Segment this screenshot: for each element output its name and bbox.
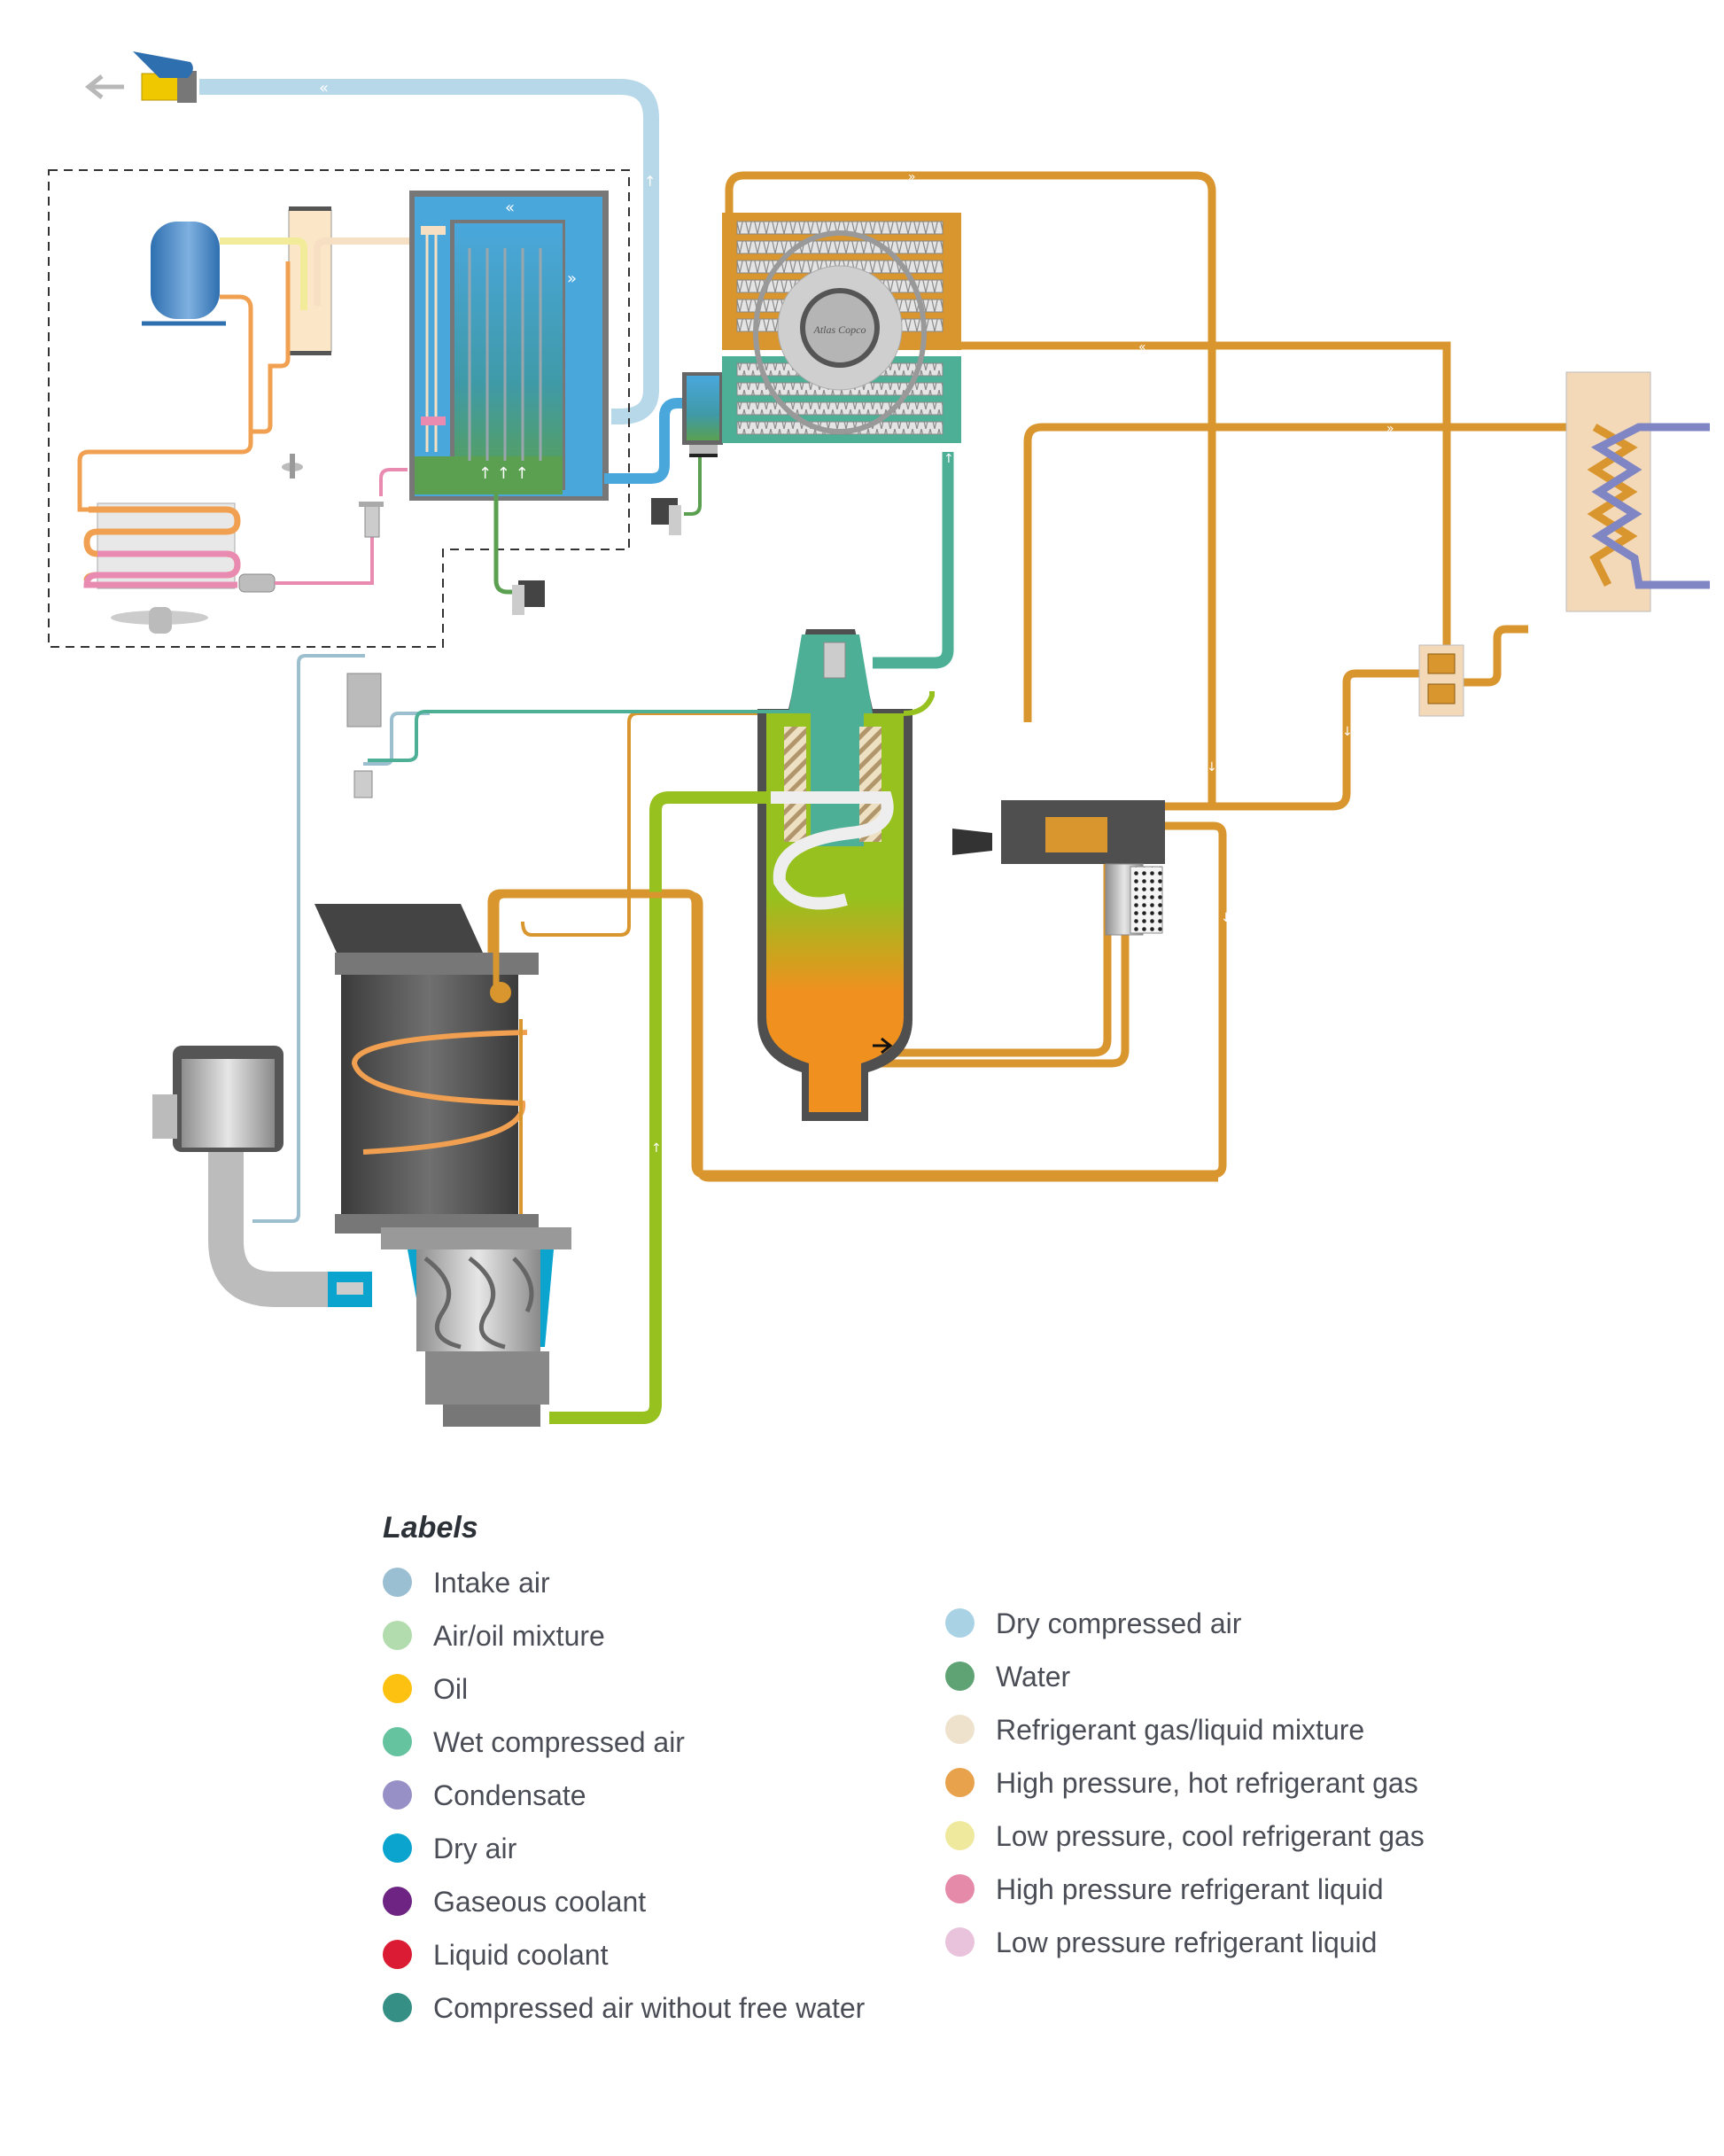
expansion-valve (359, 502, 384, 538)
svg-text:↑: ↑ (644, 173, 656, 190)
inlet-valve (323, 1272, 372, 1307)
oil-separator-vessel (757, 629, 912, 1121)
legend-swatch (383, 1993, 412, 2022)
legend-item: High pressure, hot refrigerant gas (944, 1766, 1440, 1800)
legend-swatch (383, 1833, 412, 1863)
svg-text:↓: ↓ (1342, 725, 1353, 739)
legend-item: Compressed air without free water (381, 1991, 877, 2025)
legend-swatch (383, 1674, 412, 1703)
flow-arrow-icon: « » ↑ ↑ ↑ (478, 198, 577, 483)
svg-text:↑: ↑ (944, 452, 954, 466)
legend-swatch (383, 1621, 412, 1650)
refrigerant-compressor (142, 222, 226, 326)
svg-text:↓: ↓ (1221, 911, 1231, 925)
wet-air-control-line (368, 710, 799, 762)
thermostatic-valve (952, 800, 1165, 864)
wet-compressed-air-line (873, 452, 954, 669)
legend-item: Wet compressed air (381, 1725, 877, 1759)
legend-item: Liquid coolant (381, 1938, 877, 1972)
legend-item: High pressure refrigerant liquid (944, 1872, 1440, 1906)
svg-text:«: « (505, 198, 515, 217)
legend-swatch (383, 1727, 412, 1756)
legend-item: Refrigerant gas/liquid mixture (944, 1713, 1440, 1747)
legend-swatch (383, 1568, 412, 1597)
legend-swatch (383, 1940, 412, 1969)
svg-text:»: » (1386, 422, 1394, 436)
legend-swatch (945, 1768, 975, 1797)
oil-return-arrow-icon (873, 1037, 893, 1055)
air-filter (152, 1046, 328, 1307)
swirl-arrow-icon (771, 791, 894, 910)
legend-item: Condensate (381, 1779, 877, 1812)
dry-compressed-air-outlet-line: « ↑ (199, 79, 659, 424)
legend-item: Air/oil mixture (381, 1619, 877, 1653)
water-drain-line (493, 494, 518, 595)
liquid-separator (288, 206, 332, 355)
legend-swatch (945, 1608, 975, 1638)
legend-column-right: Dry compressed air Water Refrigerant gas… (944, 1607, 1440, 1979)
legend-swatch (945, 1715, 975, 1744)
dryer-boundary (48, 169, 630, 648)
condenser-coil (83, 502, 241, 589)
air-to-air-heat-exchanger: « » ↑ ↑ ↑ (409, 191, 609, 501)
legend-item: Oil (381, 1672, 877, 1706)
screw-element (381, 1227, 571, 1427)
legend-swatch (383, 1780, 412, 1810)
legend-item: Gaseous coolant (381, 1885, 877, 1919)
compressor-flow-diagram: « ↑ (48, 51, 1710, 1427)
thin-oil-line (521, 712, 790, 937)
legend: Labels Intake air Air/oil mixture Oil We… (381, 1511, 1533, 2024)
svg-text:↑: ↑ (1030, 505, 1041, 519)
filter-drier (238, 573, 276, 593)
refrigerant-mix-line (314, 237, 416, 306)
legend-swatch (945, 1662, 975, 1691)
cooling-fan: Atlas Copco (753, 230, 927, 434)
electric-motor (315, 891, 1218, 1234)
svg-text:»: » (567, 269, 577, 288)
svg-text:«: « (319, 79, 329, 97)
water-separator (682, 372, 723, 457)
oil-spiral-arrow-icon (351, 1030, 528, 1155)
legend-item: Intake air (381, 1566, 877, 1599)
safety-valve-line (903, 691, 935, 716)
legend-item: Dry air (381, 1832, 877, 1865)
legend-title: Labels (383, 1511, 478, 1545)
solenoid-valve (346, 673, 382, 798)
condenser-fan (111, 607, 208, 634)
water-drain-line (684, 457, 702, 516)
condensate-drain (512, 580, 545, 615)
legend-item: Low pressure refrigerant liquid (944, 1926, 1440, 1959)
outlet-ball-valve (84, 51, 197, 103)
hot-gas-bypass-valve (282, 454, 303, 479)
condensate-drain (651, 498, 681, 535)
outlet-arrow-icon (84, 74, 124, 99)
high-pressure-liquid-line (275, 468, 408, 585)
low-pressure-cool-gas-line (220, 237, 307, 310)
legend-item: Water (944, 1660, 1440, 1693)
flow-arrow-icon: » « » ↑ ↓ ↓ ↓ ↑ ↑ (651, 170, 1394, 1156)
svg-text:↓: ↓ (1207, 760, 1217, 774)
legend-item: Low pressure, cool refrigerant gas (944, 1819, 1440, 1853)
dry-air-line (604, 398, 687, 484)
legend-swatch (945, 1821, 975, 1850)
legend-swatch (945, 1927, 975, 1957)
air-oil-mixture-line (549, 791, 766, 1424)
energy-recovery-heat-exchanger (1565, 371, 1710, 612)
legend-swatch (945, 1874, 975, 1903)
svg-text:↑: ↑ (651, 1141, 662, 1156)
energy-recovery-valve (1418, 644, 1464, 717)
svg-text:↑ ↑ ↑: ↑ ↑ ↑ (478, 464, 529, 483)
svg-text:»: » (908, 170, 916, 184)
control-air-line (252, 654, 430, 1223)
hot-refrigerant-gas-line (77, 261, 291, 512)
oil-filter (1105, 863, 1163, 936)
svg-text:«: « (1138, 340, 1146, 354)
legend-column-left: Intake air Air/oil mixture Oil Wet compr… (381, 1566, 877, 2044)
legend-swatch (383, 1887, 412, 1916)
legend-item: Dry compressed air (944, 1607, 1440, 1640)
brand-logo: Atlas Copco (813, 323, 866, 336)
